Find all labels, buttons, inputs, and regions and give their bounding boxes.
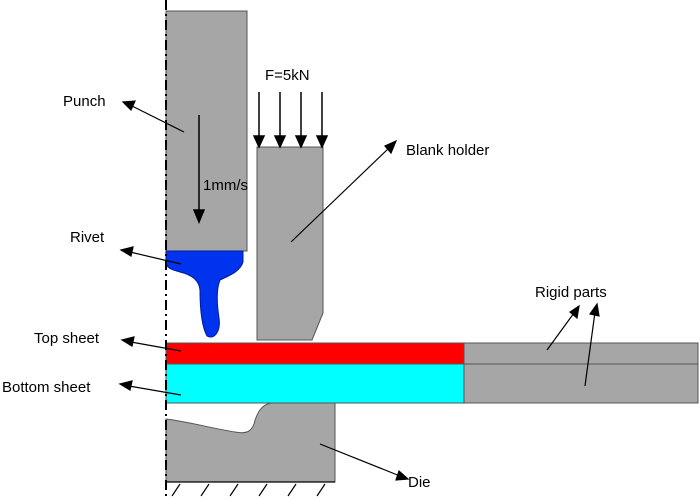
force-label: F=5kN [265,67,310,84]
punch [165,10,248,252]
rigid-part-lower [463,363,699,404]
velocity-arrow [192,115,206,224]
punch-label: Punch [63,93,106,110]
fixed-support-hatching [166,481,335,497]
bottom-sheet-label: Bottom sheet [2,379,91,396]
leader-lines [118,100,600,481]
speed-label: 1mm/s [203,177,248,194]
bottom-sheet [165,363,465,404]
rivet-label: Rivet [70,229,105,246]
rivet [165,250,244,338]
top-sheet [165,342,465,365]
rigid-parts-label: Rigid parts [535,284,607,301]
blank-holder [256,146,324,341]
blank-holder-label: Blank holder [406,142,489,159]
die-label: Die [408,474,431,491]
rigid-part-upper [463,342,699,365]
die [165,402,336,483]
top-sheet-label: Top sheet [34,330,100,347]
force-arrows [252,92,329,149]
